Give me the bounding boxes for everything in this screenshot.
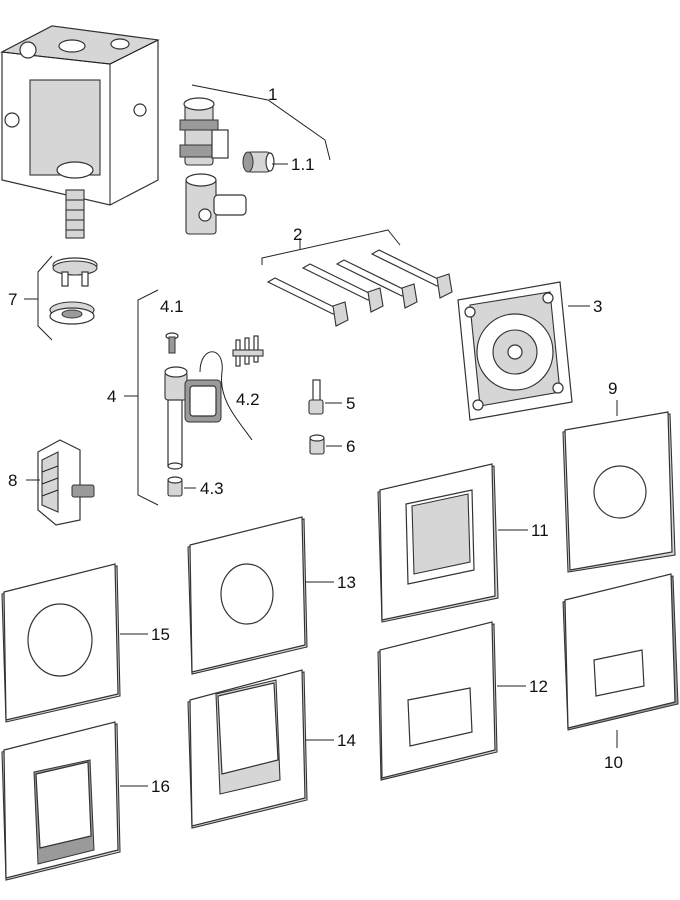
label-1-1: 1.1 [291, 155, 315, 174]
label-12: 12 [529, 677, 548, 696]
label-2: 2 [293, 225, 302, 244]
threaded-rods [266, 249, 453, 327]
part-4-3-nipple [167, 476, 183, 497]
seal-set [49, 257, 98, 325]
plate-10 [562, 573, 679, 731]
plate-9 [562, 411, 676, 573]
label-9: 9 [608, 379, 617, 398]
plate-11 [377, 463, 499, 623]
part-1-1-fitting [242, 151, 275, 173]
part-6-sleeve [309, 434, 325, 455]
solenoid-valve [164, 351, 253, 470]
label-14: 14 [337, 731, 356, 750]
label-13: 13 [337, 573, 356, 592]
label-15: 15 [151, 625, 170, 644]
part-4-1-screw [165, 332, 179, 354]
label-4-1: 4.1 [160, 297, 184, 316]
mounting-frame [457, 281, 573, 421]
label-4: 4 [107, 387, 116, 406]
label-8: 8 [8, 471, 17, 490]
valve-assembly [179, 97, 247, 235]
leader-1 [191, 84, 331, 161]
leader-4 [137, 289, 159, 506]
leader-7 [37, 255, 53, 341]
plate-13 [187, 516, 308, 675]
plate-16 [1, 721, 121, 881]
label-4-2: 4.2 [236, 390, 260, 409]
label-7: 7 [8, 290, 17, 309]
part-5-pin [308, 379, 324, 415]
part-8-bracket [37, 439, 95, 526]
label-1: 1 [268, 85, 277, 104]
label-16: 16 [151, 777, 170, 796]
concealed-box [0, 25, 160, 239]
label-3: 3 [593, 297, 602, 316]
leader-2 [261, 229, 401, 265]
label-10: 10 [604, 753, 623, 772]
plate-12 [377, 621, 498, 781]
plate-15 [1, 563, 121, 723]
label-6: 6 [346, 437, 355, 456]
plate-14 [187, 669, 308, 829]
label-11: 11 [531, 521, 549, 540]
label-4-3: 4.3 [200, 479, 224, 498]
label-5: 5 [346, 394, 355, 413]
part-4-2-connector [232, 335, 264, 367]
